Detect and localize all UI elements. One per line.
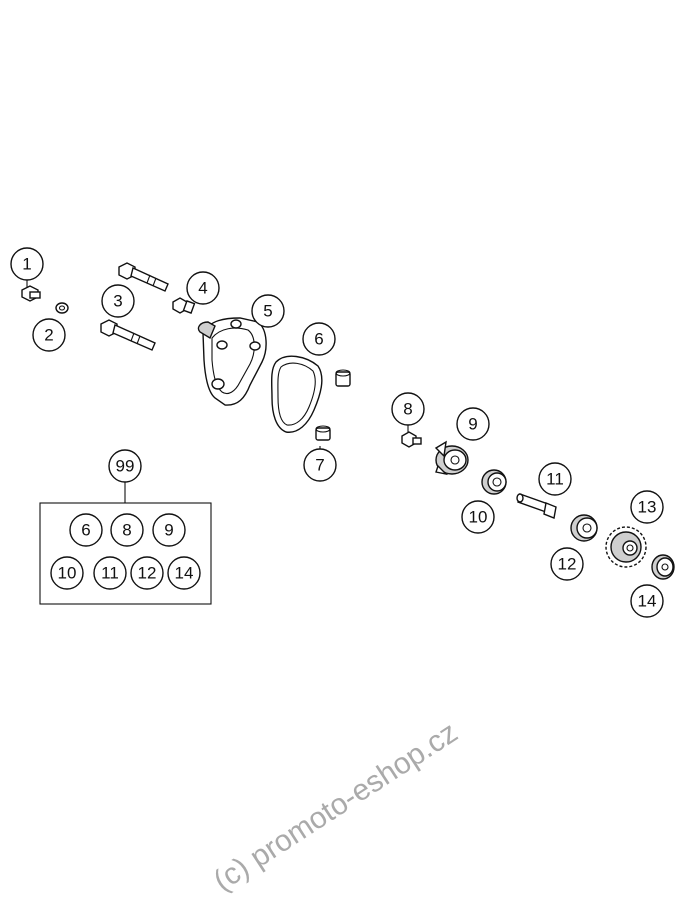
part-2-washer [55, 302, 69, 314]
part-dowel-sleeve-upper [335, 369, 351, 387]
svg-text:3: 3 [113, 292, 122, 311]
part-7-dowel-sleeve [315, 425, 331, 441]
kit-item [93, 556, 127, 590]
part-12-bearing [570, 514, 598, 542]
svg-text:8: 8 [122, 521, 131, 540]
callout-9: 9 [456, 407, 490, 441]
svg-text:14: 14 [638, 592, 657, 611]
part-5-pump-cover [197, 317, 267, 406]
svg-text:11: 11 [546, 470, 564, 489]
svg-text:11: 11 [101, 564, 119, 583]
svg-text:12: 12 [138, 564, 157, 583]
part-10-bearing [481, 469, 507, 495]
kit-item [110, 513, 144, 547]
svg-text:8: 8 [403, 400, 412, 419]
callout-3: 3 [101, 284, 135, 318]
callout-6: 6 [302, 322, 336, 356]
callout-10: 10 [461, 500, 495, 534]
kit-item [130, 556, 164, 590]
svg-text:7: 7 [315, 456, 324, 475]
svg-text:9: 9 [468, 415, 477, 434]
callout-13: 13 [630, 490, 664, 524]
callout-12: 12 [550, 547, 584, 581]
part-8-screw [401, 431, 422, 448]
kit-item [152, 513, 186, 547]
svg-text:13: 13 [638, 498, 657, 517]
kit-item [167, 556, 201, 590]
part-6-gasket [270, 355, 323, 433]
svg-text:6: 6 [81, 521, 90, 540]
svg-text:14: 14 [175, 564, 194, 583]
callout-8: 8 [391, 392, 425, 432]
part-9-impeller [434, 440, 469, 476]
part-13-gear [605, 526, 647, 568]
svg-text:10: 10 [58, 564, 77, 583]
part-4-screw [172, 297, 196, 314]
callout-1: 1 [10, 247, 44, 288]
callout-5: 5 [251, 294, 285, 328]
svg-text:5: 5 [263, 302, 272, 321]
svg-text:2: 2 [44, 326, 53, 345]
kit-item [50, 556, 84, 590]
kit-number: 99 [116, 457, 135, 476]
watermark-text: (c) promoto-eshop.cz [208, 716, 464, 898]
svg-text:4: 4 [198, 279, 207, 298]
svg-text:12: 12 [558, 555, 577, 574]
part-11-shaft [516, 493, 557, 519]
callout-4: 4 [186, 271, 220, 305]
kit-item [69, 513, 103, 547]
part-3-screw [100, 319, 156, 351]
callout-7: 7 [303, 446, 337, 482]
part-1-screw [21, 285, 41, 302]
part-bolt-long-upper [118, 262, 169, 292]
callout-14: 14 [630, 584, 664, 618]
part-14-bearing [651, 554, 675, 580]
kit-box: 99 6 8 9 10 11 12 14 [39, 449, 212, 605]
svg-text:10: 10 [469, 508, 488, 527]
svg-text:6: 6 [314, 330, 323, 349]
svg-text:1: 1 [22, 255, 31, 274]
callout-2: 2 [32, 318, 66, 352]
callout-11: 11 [538, 462, 572, 496]
svg-text:9: 9 [164, 521, 173, 540]
